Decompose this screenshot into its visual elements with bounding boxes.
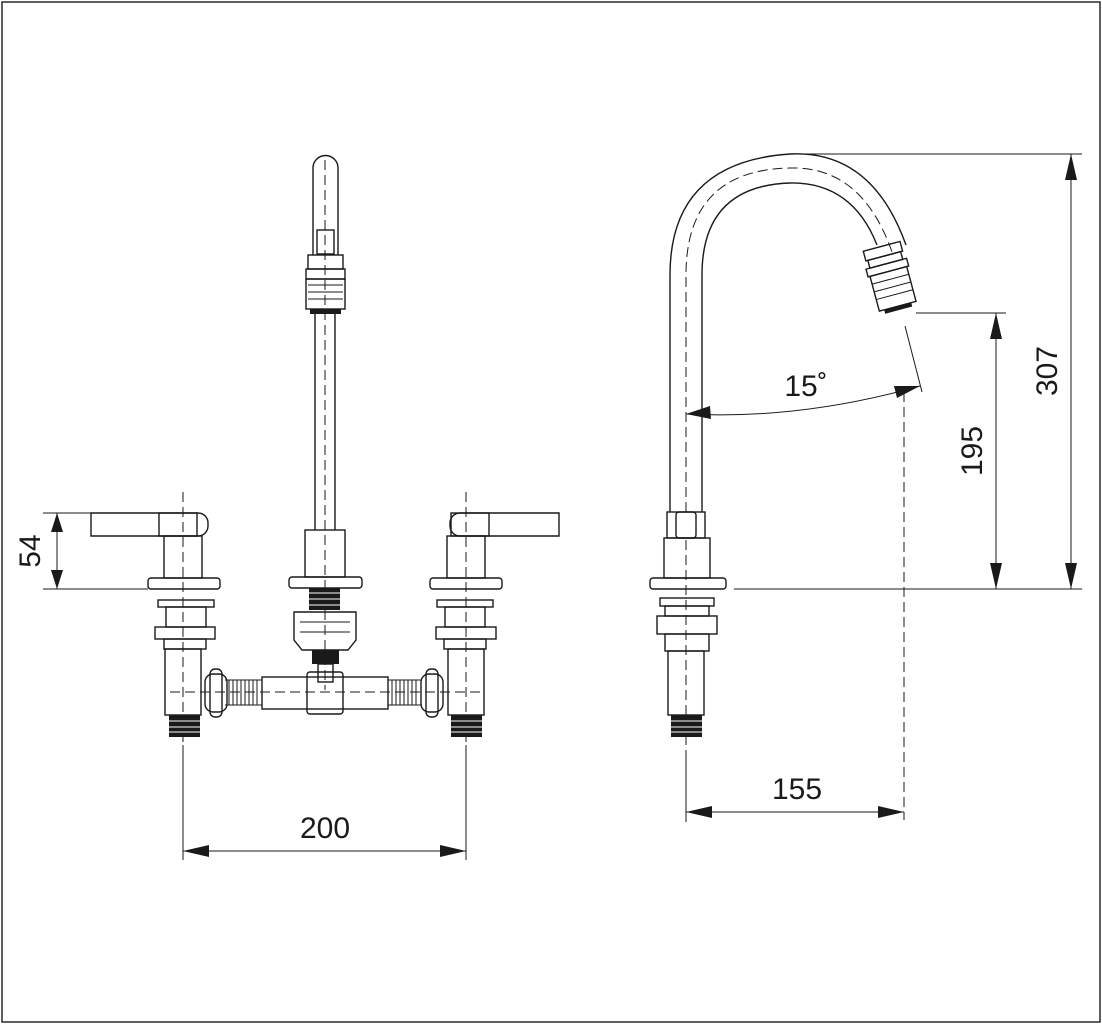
front-view xyxy=(90,154,560,745)
dimension-outlet-height: 195 xyxy=(916,312,1006,589)
side-gooseneck-spout xyxy=(669,153,923,820)
dimension-spout-angle: 15˚ xyxy=(685,370,921,419)
dimension-label-200: 200 xyxy=(300,812,350,845)
side-valve-body xyxy=(649,511,727,760)
front-spout xyxy=(288,154,363,690)
dimension-label-155: 155 xyxy=(772,773,822,806)
dimension-label-15-degrees: 15˚ xyxy=(784,370,827,403)
dimension-spout-reach: 155 xyxy=(685,760,904,822)
dimension-label-307: 307 xyxy=(1031,346,1064,396)
dimension-handle-spacing: 200 xyxy=(182,745,467,860)
dimension-label-54: 54 xyxy=(14,534,47,567)
dimension-lines: 54 200 155 195 xyxy=(14,153,1082,860)
dimension-label-195: 195 xyxy=(956,426,989,476)
dimension-handle-height: 54 xyxy=(14,512,148,590)
front-right-valve xyxy=(429,492,560,745)
front-connection-pipe xyxy=(170,668,480,718)
front-left-valve xyxy=(90,492,221,745)
side-view xyxy=(649,153,923,820)
dimension-total-height: 307 xyxy=(800,153,1082,589)
